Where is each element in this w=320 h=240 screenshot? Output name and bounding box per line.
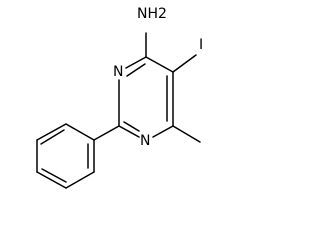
bond-n3-c4-inner: [126, 63, 146, 77]
bond-ph2-ph3: [36, 123, 67, 141]
bond-n1-c2: [118, 125, 140, 138]
bond-ph4-ph5-inner: [41, 168, 67, 183]
amine-label: NH2: [137, 6, 167, 22]
bond-ph2-ph3-inner: [40, 129, 65, 145]
iodine-label: I: [199, 37, 203, 53]
bond-ph4-ph5: [36, 171, 67, 189]
ring-nitrogen-lower-label: N: [140, 133, 150, 149]
bond-c6-methyl: [172, 125, 201, 143]
substituent-bonds: [93, 32, 201, 143]
chemical-structure: NH2 I N N: [36, 6, 203, 189]
bond-c4-c5: [145, 56, 174, 73]
bond-ph1-ph2: [65, 123, 95, 141]
bond-n3-c4: [125, 56, 147, 69]
bond-ph5-ph6: [65, 171, 95, 189]
bond-c5-iodine: [172, 54, 197, 73]
atom-labels: NH2 I N N: [113, 6, 203, 149]
bond-c6-n1: [152, 125, 174, 138]
bond-c2-phenyl: [93, 125, 120, 141]
pyrimidine-ring: [118, 56, 174, 138]
phenyl-ring: [36, 123, 95, 189]
ring-nitrogen-upper-label: N: [113, 64, 123, 80]
bond-n1-c2-inner: [123, 121, 140, 132]
